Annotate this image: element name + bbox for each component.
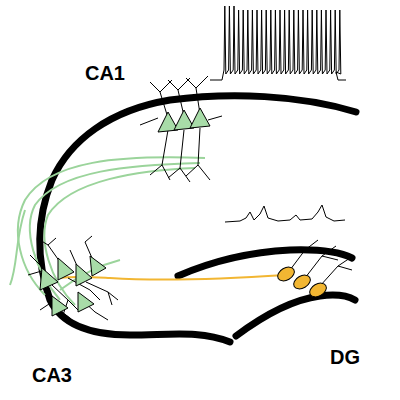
region-label: CA1 [85, 63, 125, 83]
spike-train-trace [210, 6, 346, 80]
dentate-blade [236, 295, 355, 336]
mossy-fiber [60, 275, 285, 280]
region-label: CA3 [32, 365, 72, 385]
region-label: DG [330, 347, 360, 367]
pyramidal-layer [40, 96, 356, 342]
ca3-dendrites [28, 236, 118, 326]
ca1-dendrites [140, 76, 222, 182]
granule-cell [275, 264, 329, 299]
ca1-pyramidal-cell [158, 108, 210, 132]
schaffer-collaterals [10, 157, 205, 305]
epsp-trace [225, 205, 345, 222]
ca3-pyramidal-cell [40, 256, 106, 316]
